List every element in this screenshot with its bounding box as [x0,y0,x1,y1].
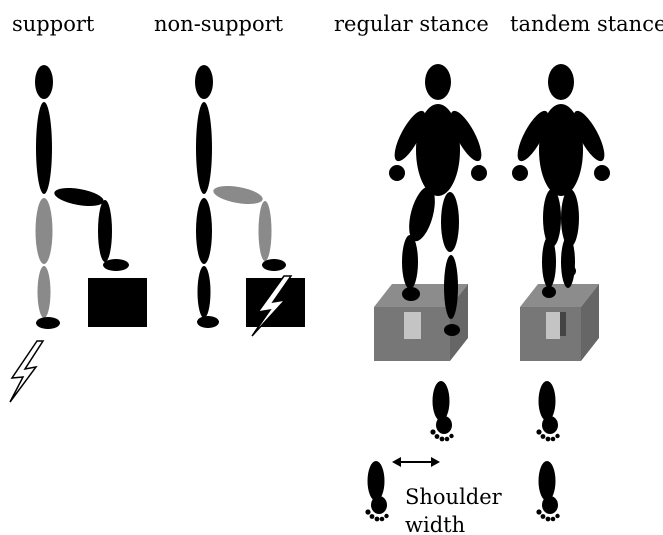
right-foot [444,324,460,336]
head [35,65,53,99]
step-box [88,278,147,327]
left-hand [512,165,528,181]
right-thigh [441,192,459,252]
left-hand [389,165,405,181]
regular-stance-figure [374,64,487,361]
raised-thigh [53,185,105,209]
raised-foot [262,259,286,271]
double-arrow-icon [392,457,440,467]
torso [36,102,52,194]
right-hand [471,165,487,181]
footprint-icon [536,381,559,441]
right-shank [561,236,575,288]
raised-shank [98,200,112,262]
torso [416,104,460,196]
footprint-icon [365,461,388,521]
support-label: support [12,12,94,36]
support-figure [10,65,147,402]
raised-foot [103,259,129,271]
shoulder-label: Shoulder [405,485,502,509]
head [425,64,451,100]
support-foot [36,317,60,329]
raised-thigh-highlight [212,183,264,207]
shank [198,266,211,318]
lightning-bolt-icon [10,341,43,402]
left-foot [402,287,420,301]
non-support-label: non-support [154,12,283,36]
tandem-stance-figure [512,64,610,361]
rear-leg-hidden [560,312,566,336]
foot [197,316,219,328]
left-thigh [543,189,561,247]
support-thigh [36,198,53,264]
left-shank [542,236,556,288]
footprint-icon [536,461,559,521]
head [548,64,574,100]
non-support-figure [195,65,305,336]
box-window [546,312,560,339]
support-shank [38,266,51,318]
left-shank [402,235,418,289]
tandem-stance-label: tandem stance [510,12,663,36]
width-label: width [405,513,465,535]
right-foot [562,265,576,277]
footprint-icon [430,381,453,441]
box-window [404,312,421,339]
torso [539,104,583,196]
regular-stance-label: regular stance [334,12,489,36]
thigh [196,198,212,264]
left-foot [542,286,556,298]
right-shank [444,255,458,319]
torso [196,102,212,194]
raised-shank-highlight [259,201,272,261]
head [195,65,213,99]
right-hand [594,165,610,181]
